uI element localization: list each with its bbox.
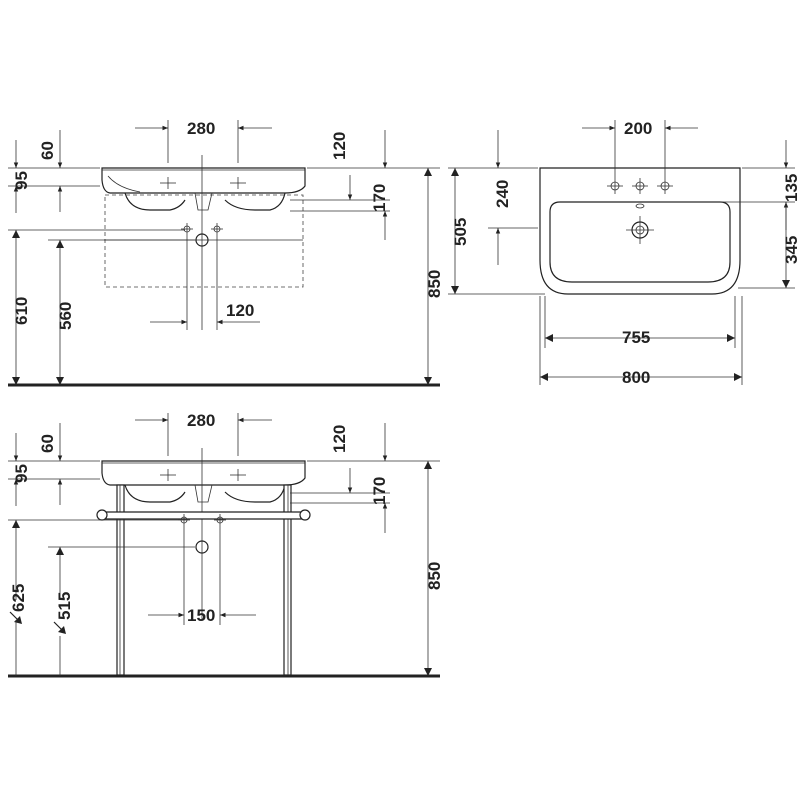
plan-drain <box>626 216 654 244</box>
plan-tap-right <box>657 178 673 194</box>
basin-plan-outline <box>539 167 741 295</box>
console-supply-right <box>214 514 226 526</box>
dim-inner-width: 755 <box>622 328 650 347</box>
plan-view: 200 240 505 135 345 755 <box>448 119 800 387</box>
console-leg-right <box>283 484 292 676</box>
dim-outlet-height: 610 <box>12 297 31 325</box>
dim-waste-offset: 120 <box>226 301 254 320</box>
basin-front-outline <box>101 167 306 194</box>
dim-top-width: 280 <box>187 119 215 138</box>
dim-console-top-width: 280 <box>187 411 215 430</box>
dim-waste-spacing: 150 <box>187 606 215 625</box>
console-tap-right <box>230 469 246 481</box>
overflow <box>635 203 645 209</box>
console-supply-left <box>178 514 190 526</box>
bowl-plan-outline <box>549 201 731 283</box>
supply-right <box>211 223 223 235</box>
dim-total-width: 800 <box>622 368 650 387</box>
dim-front-depth: 240 <box>493 180 512 208</box>
basin-underside-left <box>124 192 186 211</box>
dim-top-rim: 60 <box>38 141 57 160</box>
dim-bowl-depth: 345 <box>782 236 800 264</box>
supply-left <box>181 223 193 235</box>
dim-console-trap-height: 515 <box>55 592 74 620</box>
dim-tap-spacing: 200 <box>624 119 652 138</box>
dim-console-total-height: 850 <box>425 562 444 590</box>
plan-tap-left <box>607 178 623 194</box>
front-elevation-wall-view: 280 60 95 610 560 120 1 <box>8 119 444 387</box>
dim-console-right-top: 120 <box>330 425 349 453</box>
towel-rail <box>99 511 309 520</box>
dim-right-bowl: 170 <box>370 184 389 212</box>
tap-hole-left <box>160 177 176 189</box>
console-tap-left <box>160 469 176 481</box>
dim-console-top-rim: 60 <box>38 434 57 453</box>
plan-tap-center <box>632 178 648 194</box>
basin-underside-right <box>224 192 286 211</box>
dim-rail-height: 625 <box>9 584 28 612</box>
dim-console-top-depth: 95 <box>12 464 31 483</box>
dim-right-top: 120 <box>330 132 349 160</box>
front-elevation-console-view: 280 60 95 625 515 150 <box>8 411 444 678</box>
waste-outlet <box>195 233 209 247</box>
dim-total-depth: 505 <box>451 218 470 246</box>
dim-rear-depth: 135 <box>782 174 800 202</box>
dim-total-height: 850 <box>425 270 444 298</box>
console-basin-outline <box>101 460 306 486</box>
dim-console-right-bowl: 170 <box>370 477 389 505</box>
basin-curve-left <box>107 175 141 193</box>
dim-trap-height: 560 <box>56 302 75 330</box>
console-waste <box>195 540 209 554</box>
pedestal-outline <box>104 194 304 288</box>
dim-top-depth: 95 <box>12 171 31 190</box>
tap-hole-right <box>230 177 246 189</box>
console-leg-left <box>116 484 125 676</box>
